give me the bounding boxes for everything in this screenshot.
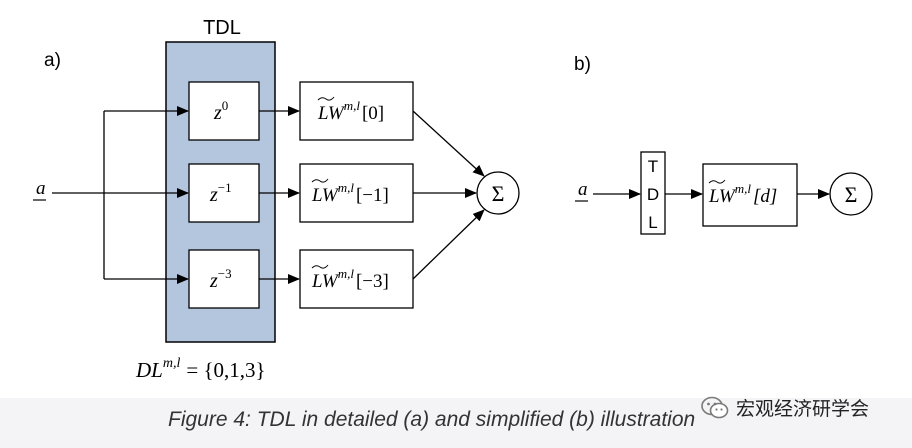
weight0-to-sum-arrow bbox=[412, 110, 485, 177]
sum-symbol-a: Σ bbox=[492, 181, 505, 206]
delay-3-base: z bbox=[209, 270, 218, 292]
dl-symbol: DL bbox=[135, 358, 163, 382]
weight-1-symbol: LW bbox=[311, 185, 340, 206]
wechat-icon bbox=[701, 396, 729, 418]
svg-text:LWm,l[−3]: LWm,l[−3] bbox=[311, 266, 389, 292]
svg-text:LWm,l[−1]: LWm,l[−1] bbox=[311, 180, 389, 206]
weight-1-sup: m,l bbox=[338, 180, 355, 195]
weight-box-d: LWm,l[d] bbox=[702, 163, 798, 227]
weight-box-0: LWm,l[0] bbox=[299, 81, 414, 141]
weight-3-sup: m,l bbox=[338, 266, 355, 281]
delay-0-base: z bbox=[213, 102, 222, 124]
weight-d-symbol: LW bbox=[708, 186, 737, 207]
panel-b-label: b) bbox=[574, 54, 591, 75]
delay-1-exp: −1 bbox=[218, 180, 232, 195]
weight-0-symbol: LW bbox=[317, 103, 346, 124]
svg-text:z−1: z−1 bbox=[209, 180, 232, 206]
svg-text:DLm,l= {0,1,3}: DLm,l = {0,1,3} bbox=[135, 356, 266, 382]
weight-1-index: [−1] bbox=[356, 185, 389, 206]
weight-d-index: [d] bbox=[753, 186, 777, 207]
weight-0-sup: m,l bbox=[344, 98, 361, 113]
svg-text:LWm,l[d]: LWm,l[d] bbox=[708, 181, 777, 207]
tdl-letter-d: D bbox=[647, 185, 659, 204]
watermark: 宏观经济研学会 bbox=[700, 394, 869, 421]
caption-background bbox=[0, 398, 912, 448]
delay-1-base: z bbox=[209, 184, 218, 206]
delay-box-3: z−3 bbox=[188, 249, 260, 309]
tdl-compact-block: T D L bbox=[640, 151, 666, 235]
sum-node-b bbox=[829, 172, 873, 216]
tdl-letter-l: L bbox=[648, 213, 657, 232]
weight-3-symbol: LW bbox=[311, 271, 340, 292]
tdl-title: TDL bbox=[203, 17, 241, 39]
sum-symbol-b: Σ bbox=[845, 182, 858, 207]
figure-caption: Figure 4: TDL in detailed (a) and simpli… bbox=[168, 408, 696, 431]
sum-node-a bbox=[476, 171, 520, 215]
weight3-to-sum-arrow bbox=[412, 209, 485, 280]
weight-3-index: [−3] bbox=[356, 271, 389, 292]
delay-0-exp: 0 bbox=[222, 98, 229, 113]
input-a-label: a bbox=[36, 178, 46, 199]
panel-a-label: a) bbox=[44, 50, 61, 71]
watermark-text: 宏观经济研学会 bbox=[736, 398, 870, 420]
input-b-label: a bbox=[578, 179, 588, 200]
dl-set: = {0,1,3} bbox=[186, 358, 265, 382]
weight-d-sup: m,l bbox=[735, 181, 752, 196]
dl-sup: m,l bbox=[163, 356, 181, 371]
svg-text:z−3: z−3 bbox=[209, 266, 232, 292]
tdl-letter-t: T bbox=[648, 157, 658, 176]
weight-box-1: LWm,l[−1] bbox=[299, 163, 414, 223]
delay-box-0: z0 bbox=[188, 81, 260, 141]
weight-0-index: [0] bbox=[362, 103, 384, 124]
delay-box-1: z−1 bbox=[188, 163, 260, 223]
weight-box-3: LWm,l[−3] bbox=[299, 249, 414, 309]
svg-text:z0: z0 bbox=[213, 98, 228, 124]
svg-text:LWm,l[0]: LWm,l[0] bbox=[317, 98, 384, 124]
delay-3-exp: −3 bbox=[218, 266, 232, 281]
